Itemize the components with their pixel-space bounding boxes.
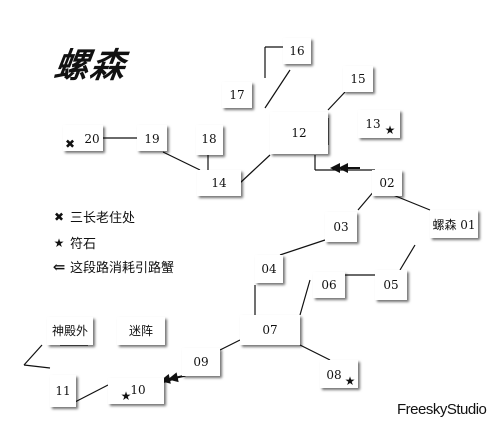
crab-arrow-icon bbox=[330, 163, 360, 173]
svg-text:17: 17 bbox=[229, 88, 244, 102]
svg-text:16: 16 bbox=[289, 44, 304, 58]
svg-text:07: 07 bbox=[262, 323, 277, 337]
legend-label: 三长老住处 bbox=[70, 211, 136, 226]
node-14[interactable]: 14 bbox=[197, 170, 241, 196]
svg-text:神殿外: 神殿外 bbox=[52, 324, 88, 338]
svg-text:螺森 01: 螺森 01 bbox=[432, 217, 475, 232]
svg-text:13: 13 bbox=[365, 117, 380, 131]
node-20[interactable]: ✖ 20 bbox=[63, 125, 103, 151]
studio-watermark: FreeskyStudio bbox=[397, 401, 487, 418]
node-12[interactable]: 12 bbox=[270, 112, 328, 154]
svg-text:14: 14 bbox=[211, 176, 227, 190]
node-05[interactable]: 05 bbox=[375, 270, 407, 300]
rune-stone-icon: ★ bbox=[345, 374, 356, 388]
crab-arrow-icon: ⇐ bbox=[52, 257, 66, 276]
legend-label: 符石 bbox=[70, 237, 97, 252]
svg-text:11: 11 bbox=[55, 384, 70, 398]
svg-text:10: 10 bbox=[130, 383, 145, 397]
elder-residence-icon: ✖ bbox=[65, 137, 75, 151]
svg-text:15: 15 bbox=[350, 72, 365, 86]
svg-text:02: 02 bbox=[379, 176, 394, 190]
node-03[interactable]: 03 bbox=[325, 212, 357, 242]
node-04[interactable]: 04 bbox=[255, 255, 283, 283]
node-01[interactable]: 螺森 01 bbox=[430, 210, 478, 238]
rune-stone-icon: ★ bbox=[385, 123, 396, 137]
rune-stone-icon: ★ bbox=[53, 235, 65, 250]
node-08[interactable]: 08 ★ bbox=[320, 360, 358, 388]
node-17[interactable]: 17 bbox=[222, 82, 252, 108]
node-shendian-wai[interactable]: 神殿外 bbox=[47, 317, 93, 345]
svg-text:20: 20 bbox=[84, 132, 99, 146]
legend-crab-path: ⇐ 这段路消耗引路蟹 bbox=[48, 257, 175, 277]
svg-text:03: 03 bbox=[333, 220, 348, 234]
legend-elder-residence: ✖ 三长老住处 bbox=[48, 207, 136, 227]
node-18[interactable]: 18 bbox=[196, 125, 223, 155]
node-09[interactable]: 09 bbox=[182, 348, 220, 376]
node-06[interactable]: 06 bbox=[313, 272, 345, 298]
node-10[interactable]: ★ 10 bbox=[108, 378, 164, 404]
node-15[interactable]: 15 bbox=[343, 66, 373, 92]
node-11[interactable]: 11 bbox=[50, 375, 76, 407]
node-02[interactable]: 02 bbox=[372, 170, 402, 196]
node-07[interactable]: 07 bbox=[240, 315, 300, 345]
node-16[interactable]: 16 bbox=[283, 38, 311, 64]
svg-text:19: 19 bbox=[144, 132, 159, 146]
svg-text:09: 09 bbox=[193, 355, 208, 369]
node-mizhen[interactable]: 迷阵 bbox=[117, 317, 165, 345]
legend-rune-stone: ★ 符石 bbox=[48, 233, 97, 253]
svg-text:18: 18 bbox=[201, 132, 216, 146]
rune-stone-icon: ★ bbox=[121, 389, 132, 403]
node-19[interactable]: 19 bbox=[137, 125, 167, 151]
elder-residence-icon: ✖ bbox=[53, 209, 65, 224]
node-13[interactable]: 13 ★ bbox=[358, 110, 400, 138]
svg-text:08: 08 bbox=[326, 368, 341, 382]
legend-label: 这段路消耗引路蟹 bbox=[70, 261, 175, 276]
svg-text:12: 12 bbox=[291, 126, 306, 140]
svg-text:05: 05 bbox=[383, 278, 398, 292]
svg-text:迷阵: 迷阵 bbox=[129, 324, 153, 338]
svg-text:04: 04 bbox=[261, 262, 277, 276]
svg-text:06: 06 bbox=[321, 278, 336, 292]
